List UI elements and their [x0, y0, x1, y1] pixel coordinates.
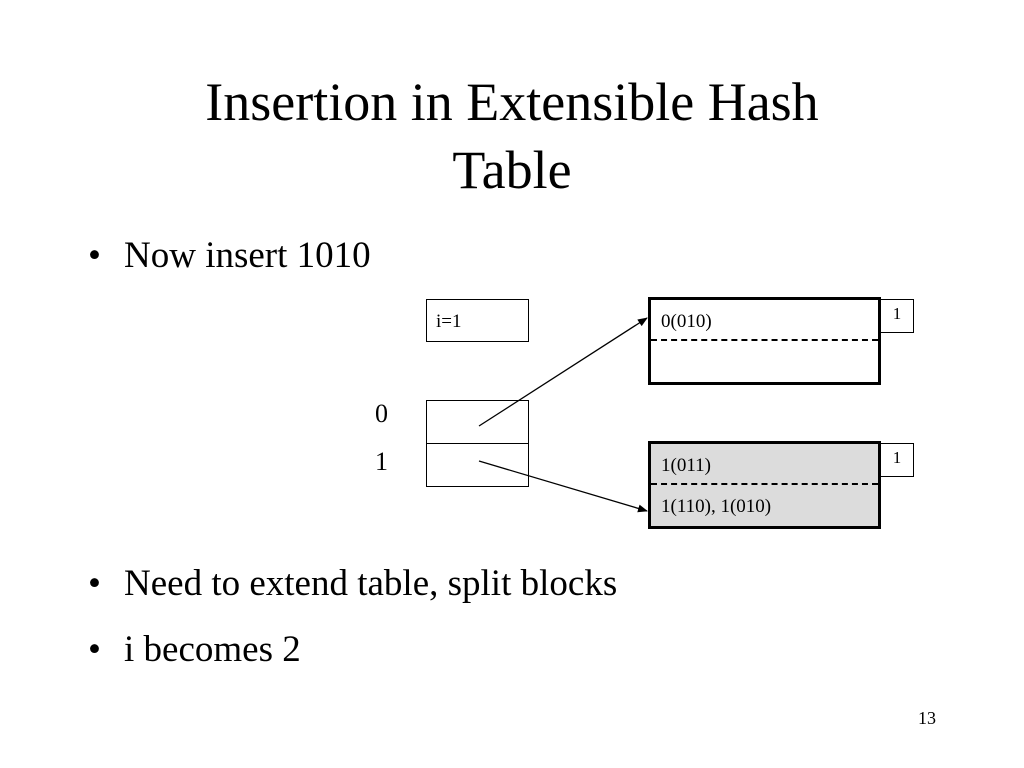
directory-index-0: 0: [375, 399, 388, 428]
directory-cell-1: [427, 444, 528, 486]
bullet-dot: •: [88, 629, 101, 670]
bullet-dot: •: [88, 563, 101, 604]
bullet-dot: •: [88, 235, 101, 276]
title-line-2: Table: [452, 140, 572, 200]
bucket-0: 0(010): [648, 297, 881, 385]
page-number: 13: [918, 708, 936, 728]
title-line-1: Insertion in Extensible Hash: [205, 72, 819, 132]
bullet-text: i becomes 2: [124, 629, 301, 670]
bullet-item: • Need to extend table, split blocks: [88, 562, 617, 606]
directory-table: [426, 400, 529, 487]
bucket-1-local-depth: 1: [880, 443, 914, 477]
bullet-text: Now insert 1010: [124, 235, 371, 276]
slide-title: Insertion in Extensible Hash Table: [0, 68, 1024, 204]
bucket-0-slot-2: [651, 341, 878, 382]
directory-cell-0: [427, 401, 528, 444]
bucket-0-local-depth: 1: [880, 299, 914, 333]
bullet-item: • i becomes 2: [88, 628, 301, 672]
bullet-item: • Now insert 1010: [88, 234, 371, 278]
bucket-1-slot-2: 1(110), 1(010): [661, 496, 772, 517]
bullet-text: Need to extend table, split blocks: [124, 563, 618, 604]
bucket-1: 1(011) 1(110), 1(010): [648, 441, 881, 529]
global-depth-box: i=1: [426, 299, 529, 342]
bucket-0-slot-1: 0(010): [651, 300, 878, 341]
directory-index-1: 1: [375, 447, 388, 476]
bucket-1-slot-1: 1(011): [651, 444, 878, 485]
